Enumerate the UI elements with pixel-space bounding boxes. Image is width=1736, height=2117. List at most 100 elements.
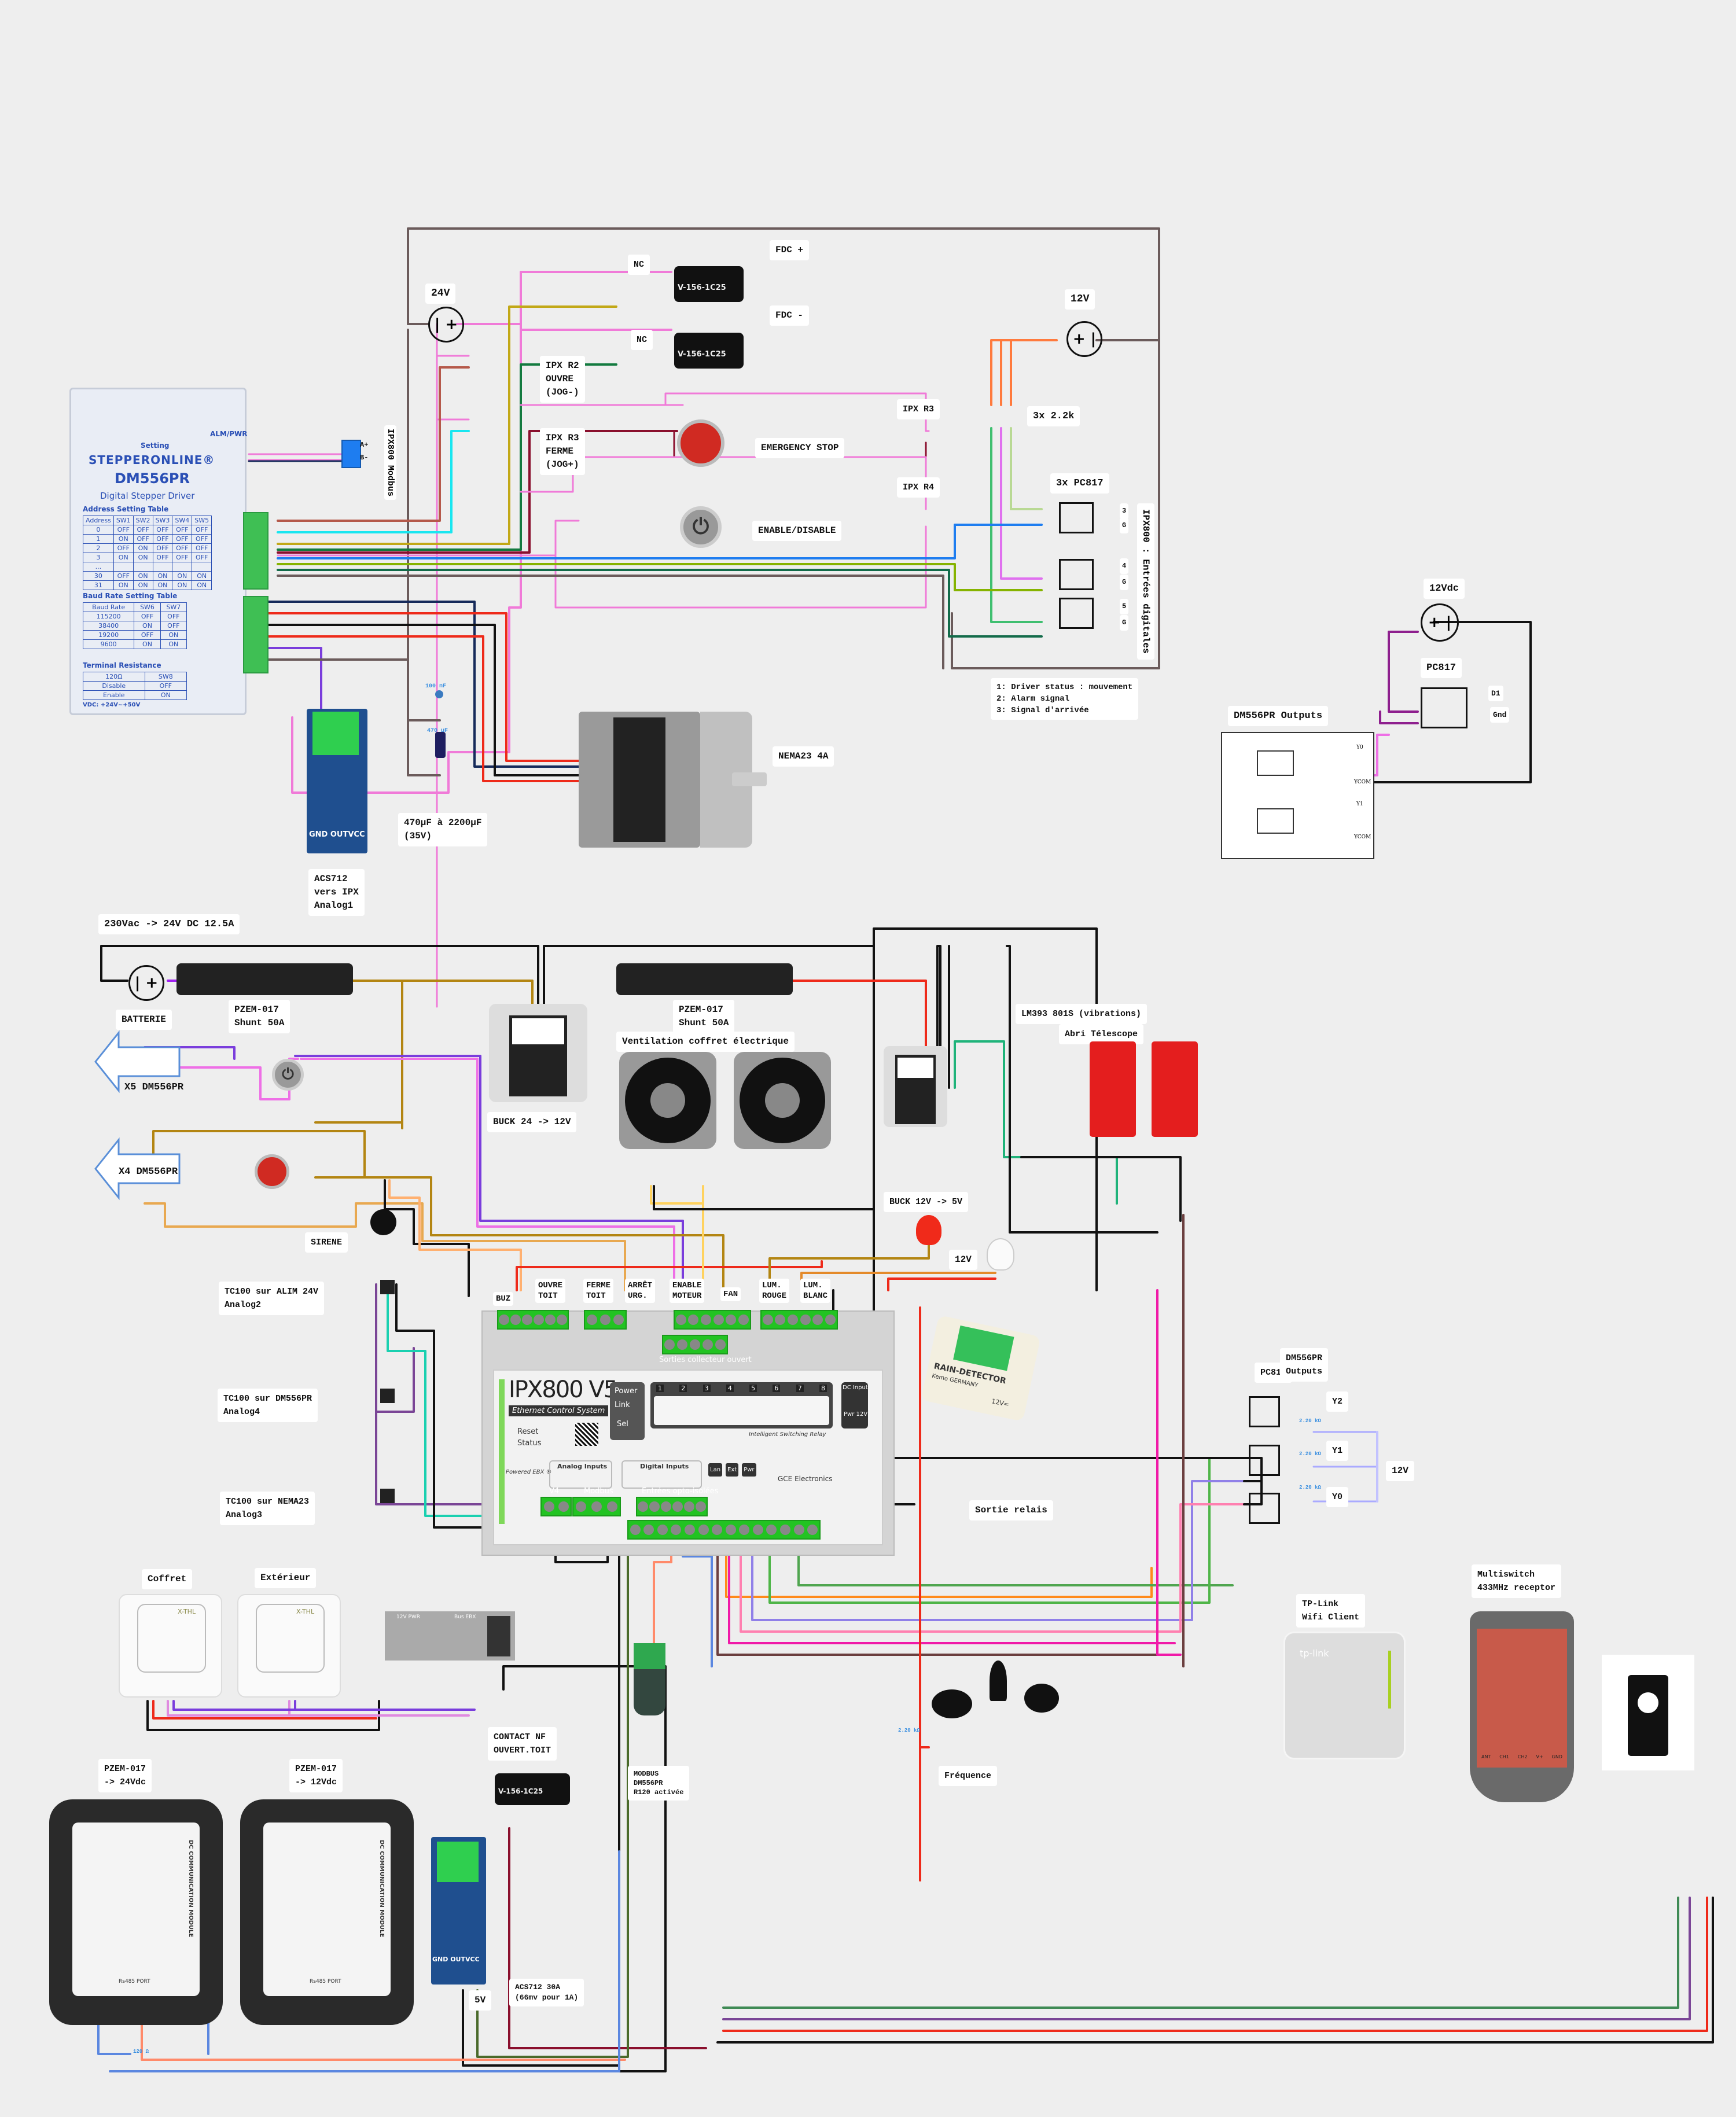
table-cell: 0 bbox=[83, 525, 114, 535]
table-cell: OFF bbox=[192, 525, 212, 535]
modbus-rj45-adapter bbox=[634, 1643, 665, 1739]
label-enable-disable: ENABLE/DISABLE bbox=[752, 521, 842, 541]
pzem-017-12v: DC COMMUNICATION MODULE Rs485 PORT bbox=[240, 1799, 414, 2025]
table-cell: ON bbox=[192, 580, 212, 590]
xthl-exterieur: X-THL bbox=[237, 1594, 341, 1698]
table-cell: SW8 bbox=[144, 672, 187, 682]
relay-number: 1 bbox=[656, 1385, 664, 1392]
cooling-fan-2 bbox=[734, 1052, 831, 1149]
table-cell: OFF bbox=[172, 553, 193, 562]
ipx-analog-label: Analog Inputs bbox=[557, 1463, 608, 1470]
driver-brand: STEPPERONLINE® bbox=[89, 453, 215, 467]
ipx-button-ext[interactable]: Ext bbox=[726, 1463, 739, 1477]
acs712-pins: GND OUTVCC bbox=[309, 830, 365, 839]
label-cap-470uf: 470 µF bbox=[427, 728, 448, 734]
table-cell: OFF bbox=[192, 553, 212, 562]
relay-number: 2 bbox=[679, 1385, 687, 1392]
driver-power-terminal bbox=[243, 596, 269, 673]
multiswitch-pin: CH1 bbox=[1499, 1754, 1509, 1759]
ipx-terminal-top-2 bbox=[584, 1310, 627, 1330]
ipx-bottom-terminal bbox=[627, 1520, 821, 1540]
label-12v: 12V bbox=[1065, 289, 1095, 310]
ipx-button-lan[interactable]: Lan bbox=[708, 1463, 723, 1477]
label-y0-resistor: 2.20 kΩ bbox=[1299, 1485, 1321, 1490]
ipx-digital-label: Digital Inputs bbox=[640, 1463, 689, 1470]
table-cell: OFF bbox=[144, 681, 187, 691]
ipx-modbus-label: Modbus bbox=[584, 1487, 613, 1496]
ipx-open-collector-terminal bbox=[662, 1335, 728, 1354]
label-anemo-resistor: 2.20 kΩ bbox=[898, 1728, 920, 1733]
pzem-017-24v: DC COMMUNICATION MODULE Rs485 PORT bbox=[49, 1799, 223, 2025]
table-cell: OFF bbox=[152, 525, 173, 535]
label-sortie-relais: Sortie relais bbox=[969, 1500, 1053, 1520]
buck-12-5 bbox=[884, 1046, 947, 1127]
pzem-port: Rs485 PORT bbox=[310, 1979, 341, 1985]
ipx-tagline: Ethernet Control System bbox=[509, 1405, 609, 1416]
pzem-module-label: DC COMMUNICATION MODULE bbox=[378, 1840, 385, 1938]
driver-alm-pwr: ALM/PWR bbox=[210, 430, 248, 438]
table-cell: OFF bbox=[134, 630, 161, 640]
relay-number: 6 bbox=[773, 1385, 781, 1392]
label-batterie: BATTERIE bbox=[116, 1010, 172, 1030]
label-ipx-r4: IPX R4 bbox=[897, 477, 940, 498]
pin-ycom-2: YCOM bbox=[1354, 834, 1371, 840]
xthl-coffret: X-THL bbox=[119, 1594, 222, 1698]
pc817-opto-1 bbox=[1059, 502, 1094, 533]
label-ipx800-digital-inputs: IPX800 : Entrées digitales bbox=[1137, 503, 1154, 660]
table-cell: ON bbox=[152, 571, 173, 581]
wire-y0 bbox=[277, 524, 1043, 559]
label-vibration: LM393 801S (vibrations) bbox=[1016, 1004, 1147, 1024]
tplink-router: tp-link bbox=[1283, 1632, 1406, 1759]
label-fan: FAN bbox=[720, 1287, 741, 1301]
pzem-module-label: DC COMMUNICATION MODULE bbox=[187, 1840, 194, 1938]
ebx-bus-block: 12V PWR Bus EBX bbox=[385, 1611, 515, 1661]
anemometer bbox=[932, 1661, 1062, 1730]
table-cell: OFF bbox=[172, 543, 193, 553]
pc817-detail bbox=[1421, 687, 1467, 728]
label-enable-moteur: ENABLE MOTEUR bbox=[670, 1279, 705, 1303]
table-cell: OFF bbox=[152, 534, 173, 544]
table-cell: ON bbox=[152, 580, 173, 590]
table-cell: SW5 bbox=[192, 516, 212, 525]
label-x4: X4 DM556PR bbox=[119, 1166, 178, 1177]
label-y1-resistor: 2.20 kΩ bbox=[1299, 1451, 1321, 1457]
dm556pr-driver: STEPPERONLINE® DM556PR Digital Stepper D… bbox=[69, 388, 248, 715]
ipx-opto-terminal bbox=[636, 1497, 708, 1516]
ipx-sel-button[interactable]: Sel bbox=[617, 1420, 628, 1428]
table-cell: ON bbox=[113, 580, 134, 590]
table-cell: OFF bbox=[134, 612, 161, 621]
ipx-dc-input-label: DC Input bbox=[843, 1385, 868, 1391]
table-cell: OFF bbox=[152, 543, 173, 553]
label-y2: Y2 bbox=[1326, 1391, 1349, 1412]
table-cell: ON bbox=[133, 580, 153, 590]
legend-driver-signals: 1: Driver status : mouvement 2: Alarm si… bbox=[991, 678, 1139, 720]
label-acs712-5v: 5V bbox=[469, 1990, 492, 2011]
table-row: ... bbox=[83, 562, 212, 572]
label-shunt-2: PZEM-017 Shunt 50A bbox=[673, 1000, 735, 1033]
ipx-reset: Reset bbox=[517, 1427, 539, 1436]
label-nc-2: NC bbox=[631, 330, 653, 350]
label-pzem-resistor: 120 Ω bbox=[133, 2049, 149, 2055]
emergency-stop-button bbox=[677, 419, 724, 467]
table-cell: 3 bbox=[83, 553, 114, 562]
ipx-terminal-top-4 bbox=[760, 1310, 838, 1330]
label-ventilation: Ventilation coffret électrique bbox=[616, 1032, 795, 1052]
table-cell: OFF bbox=[160, 621, 187, 631]
ipx-button-pwr[interactable]: Pwr bbox=[742, 1463, 756, 1477]
multiswitch-pin: CH2 bbox=[1517, 1754, 1528, 1759]
label-modbus-adapter: MODBUS DM556PR R120 activée bbox=[628, 1766, 690, 1801]
tplink-brand: tp-link bbox=[1300, 1648, 1329, 1659]
table-cell: 120Ω bbox=[83, 672, 145, 682]
table-cell: ON bbox=[172, 571, 193, 581]
